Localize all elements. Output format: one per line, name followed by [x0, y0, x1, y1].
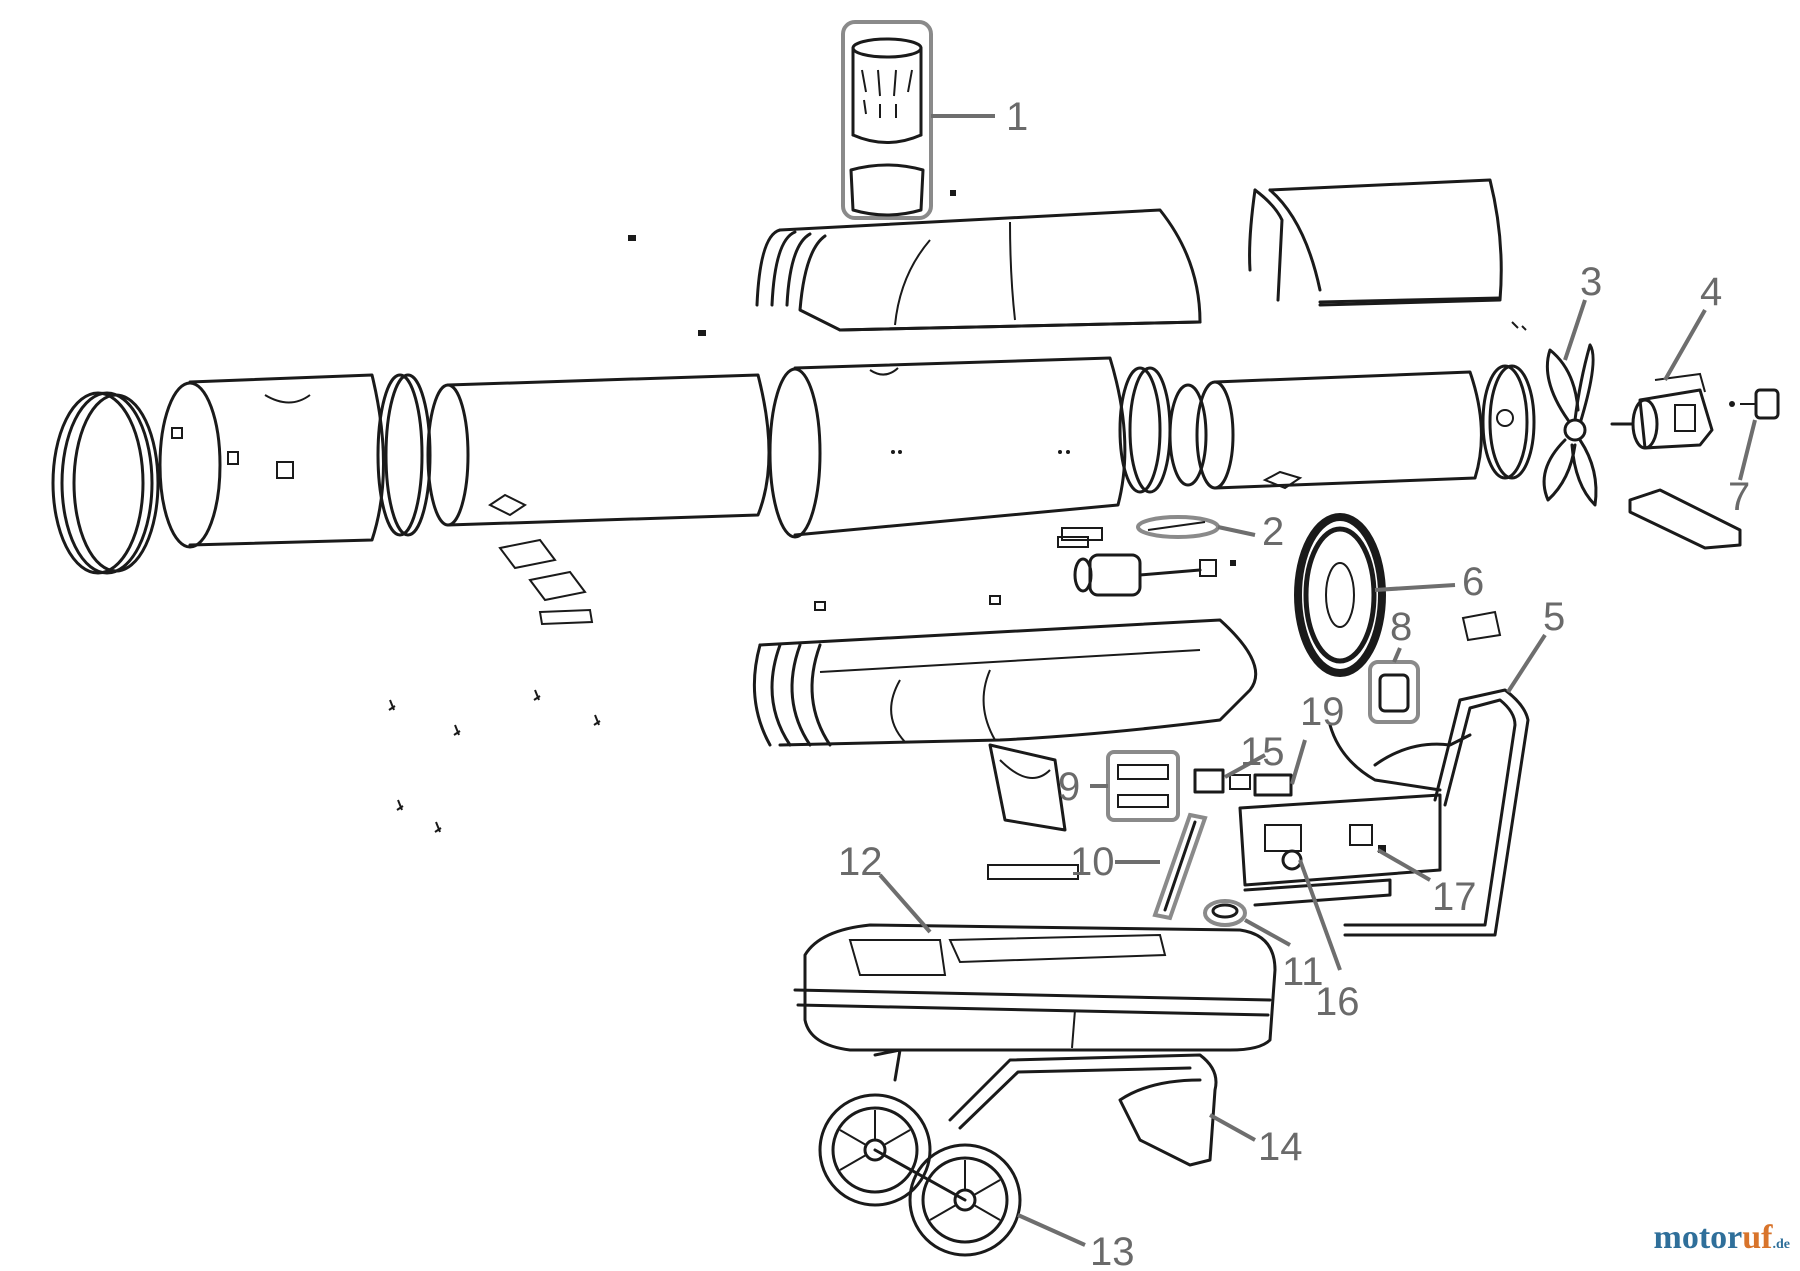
- part-10-rod: [1152, 812, 1208, 921]
- callout-2: 2: [1262, 510, 1284, 554]
- upper-rear-cover: [1248, 178, 1503, 307]
- callout-6: 6: [1462, 560, 1484, 604]
- callout-3: 3: [1580, 260, 1602, 304]
- part-19-component: [1253, 773, 1293, 797]
- base-rail: [1243, 878, 1392, 907]
- part-3-fan-blade: [1511, 321, 1598, 507]
- pump-assembly: [1073, 553, 1236, 597]
- callout-13: 13: [1090, 1230, 1135, 1271]
- callout-12: 12: [838, 840, 883, 884]
- watermark-suffix: .de: [1772, 1237, 1791, 1252]
- motoruf-watermark: motoruf.de: [1654, 1219, 1790, 1257]
- callout-numbers: 1 2 3 4 5 6 7 8 9 10 11 12 13 14 15 16 1…: [838, 95, 1750, 1271]
- part-9-bracket-set: [1106, 750, 1180, 822]
- callout-11: 11: [1282, 950, 1324, 994]
- small-plate: [1461, 610, 1502, 642]
- part-4-motor: [1610, 372, 1714, 450]
- lower-shell: [752, 618, 1258, 747]
- callout-7: 7: [1728, 475, 1750, 519]
- rear-cylinder: [1195, 370, 1483, 490]
- callout-10: 10: [1070, 840, 1115, 884]
- part-11-fuel-cap: [1203, 899, 1247, 927]
- callout-9: 9: [1058, 765, 1080, 809]
- part-15-component: [1193, 768, 1251, 794]
- front-ring: [51, 391, 160, 575]
- rear-rings: [1118, 366, 1208, 494]
- callout-16: 16: [1315, 980, 1360, 1024]
- callout-17: 17: [1432, 875, 1477, 919]
- part-13-wheels: [818, 1093, 1022, 1257]
- callout-8: 8: [1390, 605, 1412, 649]
- leader-lines: [878, 114, 1757, 1247]
- bottom-plate: [987, 864, 1079, 880]
- middle-ring: [376, 373, 432, 537]
- part-1-flame-cone: [841, 20, 933, 220]
- watermark-part2: uf: [1742, 1219, 1773, 1256]
- inner-combustion-tube: [426, 373, 771, 527]
- front-foot: [988, 743, 1067, 832]
- callout-5: 5: [1543, 595, 1565, 639]
- part-7-component: [1729, 388, 1780, 420]
- part-12-fuel-tank: [793, 923, 1277, 1052]
- watermark-part1: motor: [1653, 1219, 1743, 1256]
- part-5-handle: [1343, 688, 1530, 937]
- rear-plate: [1481, 364, 1536, 480]
- loose-clips: [388, 190, 1089, 833]
- upper-front-cover: [755, 208, 1202, 332]
- motor-bracket: [1628, 488, 1742, 550]
- callout-15: 15: [1240, 730, 1285, 774]
- front-cylinder: [158, 373, 385, 549]
- part-8-fuel-filter: [1368, 660, 1420, 724]
- part-6-air-filter-coil: [1294, 513, 1386, 677]
- callout-14: 14: [1258, 1125, 1303, 1169]
- callout-4: 4: [1700, 270, 1722, 314]
- main-outer-cylinder: [768, 356, 1127, 539]
- part-14-frame: [873, 1048, 1218, 1167]
- callout-1: 1: [1006, 95, 1028, 139]
- callout-19: 19: [1300, 690, 1345, 734]
